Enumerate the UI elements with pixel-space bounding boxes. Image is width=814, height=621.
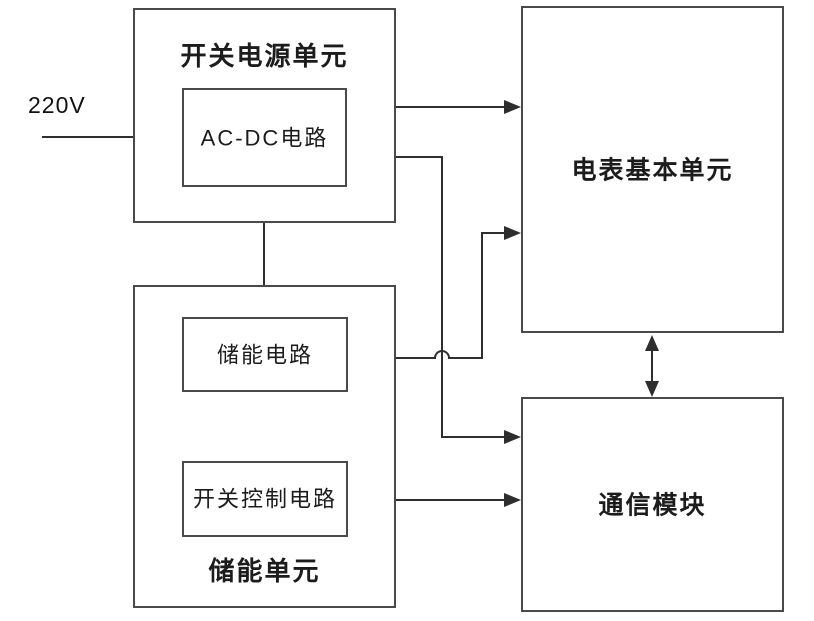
- communication-module-label: 通信模块: [598, 491, 707, 520]
- switch-control-circuit-label: 开关控制电路: [192, 486, 337, 512]
- acdc-circuit-label: AC-DC电路: [200, 125, 329, 151]
- input-voltage-label: 220V: [28, 92, 86, 118]
- storage-unit-title: 储能单元: [208, 556, 321, 586]
- power-supply-unit-title: 开关电源单元: [180, 41, 349, 71]
- power-supply-unit-box: 开关电源单元: [133, 8, 396, 223]
- acdc-circuit-box: AC-DC电路: [182, 88, 347, 187]
- storage-circuit-label: 储能电路: [216, 342, 313, 368]
- double-arrow-meter-comm: [645, 335, 659, 397]
- meter-basic-unit-label: 电表基本单元: [571, 156, 734, 185]
- communication-module-box: 通信模块: [521, 397, 784, 612]
- storage-circuit-box: 储能电路: [182, 317, 348, 392]
- meter-basic-unit-box: 电表基本单元: [521, 6, 784, 333]
- switch-control-circuit-box: 开关控制电路: [182, 461, 348, 537]
